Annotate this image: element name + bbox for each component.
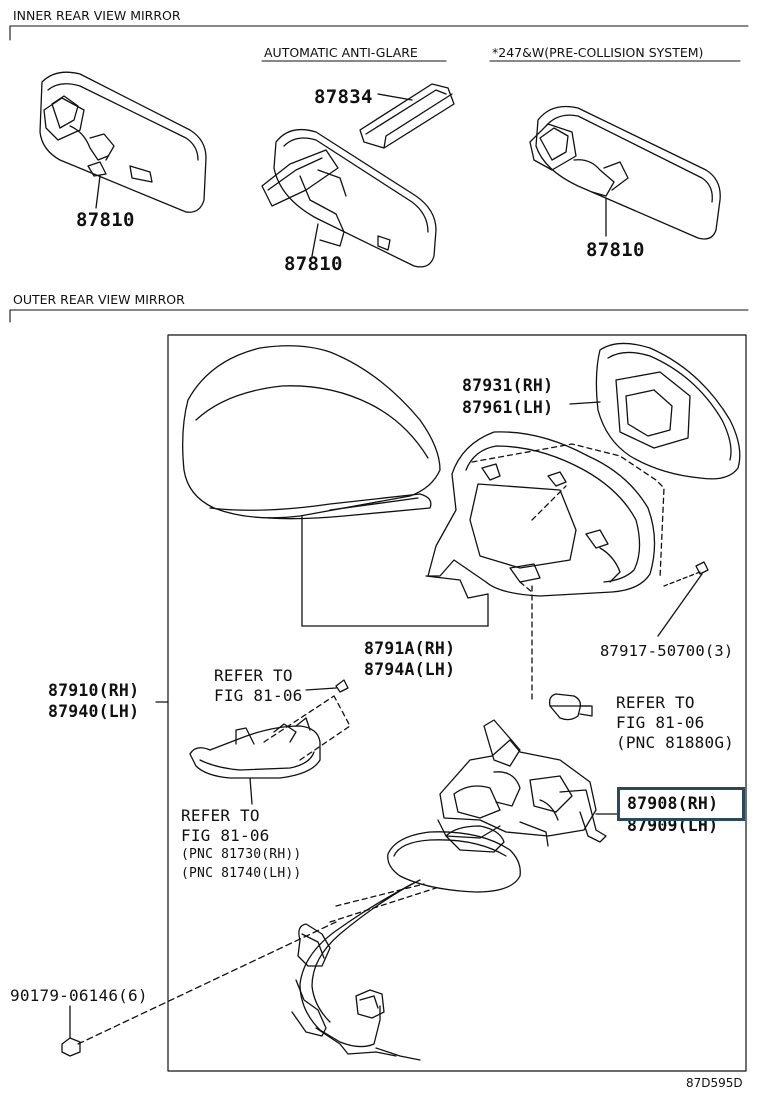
ref-lamp-screw-line2[interactable]: FIG 81-06 [214,686,303,705]
part-87931-rh[interactable]: 87931(RH) [462,376,554,395]
part-87810-pre-collision[interactable]: 87810 [586,239,645,261]
highlight-box-87908 [617,787,745,821]
ref-lamp-pnc-rh: (PNC 81730(RH)) [181,847,302,862]
ref-lamp-line2[interactable]: FIG 81-06 [181,826,270,845]
part-87810-anti-glare[interactable]: 87810 [284,253,343,275]
section-title-inner-mirror: INNER REAR VIEW MIRROR [13,8,181,23]
ref-bulb-line1: REFER TO [616,693,695,712]
part-87961-lh[interactable]: 87961(LH) [462,398,554,417]
ref-lamp-screw-line1: REFER TO [214,666,293,685]
diagram-code: 87D595D [686,1076,743,1090]
part-90179-06146[interactable]: 90179-06146(6) [10,986,148,1005]
ref-bulb-line2[interactable]: FIG 81-06 [616,713,705,732]
part-87810-left[interactable]: 87810 [76,209,135,231]
part-87908-rh[interactable]: 87908(RH) [627,794,719,813]
part-87834[interactable]: 87834 [314,86,373,108]
subhead-pre-collision: *247&W(PRE-COLLISION SYSTEM) [492,45,704,60]
part-87940-lh[interactable]: 87940(LH) [48,702,140,721]
ref-lamp-line1: REFER TO [181,806,260,825]
part-87917-50700[interactable]: 87917-50700(3) [600,642,734,660]
part-87910-rh[interactable]: 87910(RH) [48,681,140,700]
ref-lamp-pnc-lh: (PNC 81740(LH)) [181,866,302,881]
part-8791a-rh[interactable]: 8791A(RH) [364,639,456,658]
section-title-outer-mirror: OUTER REAR VIEW MIRROR [13,292,185,307]
part-8794a-lh[interactable]: 8794A(LH) [364,660,456,679]
subhead-anti-glare: AUTOMATIC ANTI-GLARE [264,45,418,60]
ref-bulb-pnc: (PNC 81880G) [616,733,734,752]
mirror-left [39,71,207,213]
